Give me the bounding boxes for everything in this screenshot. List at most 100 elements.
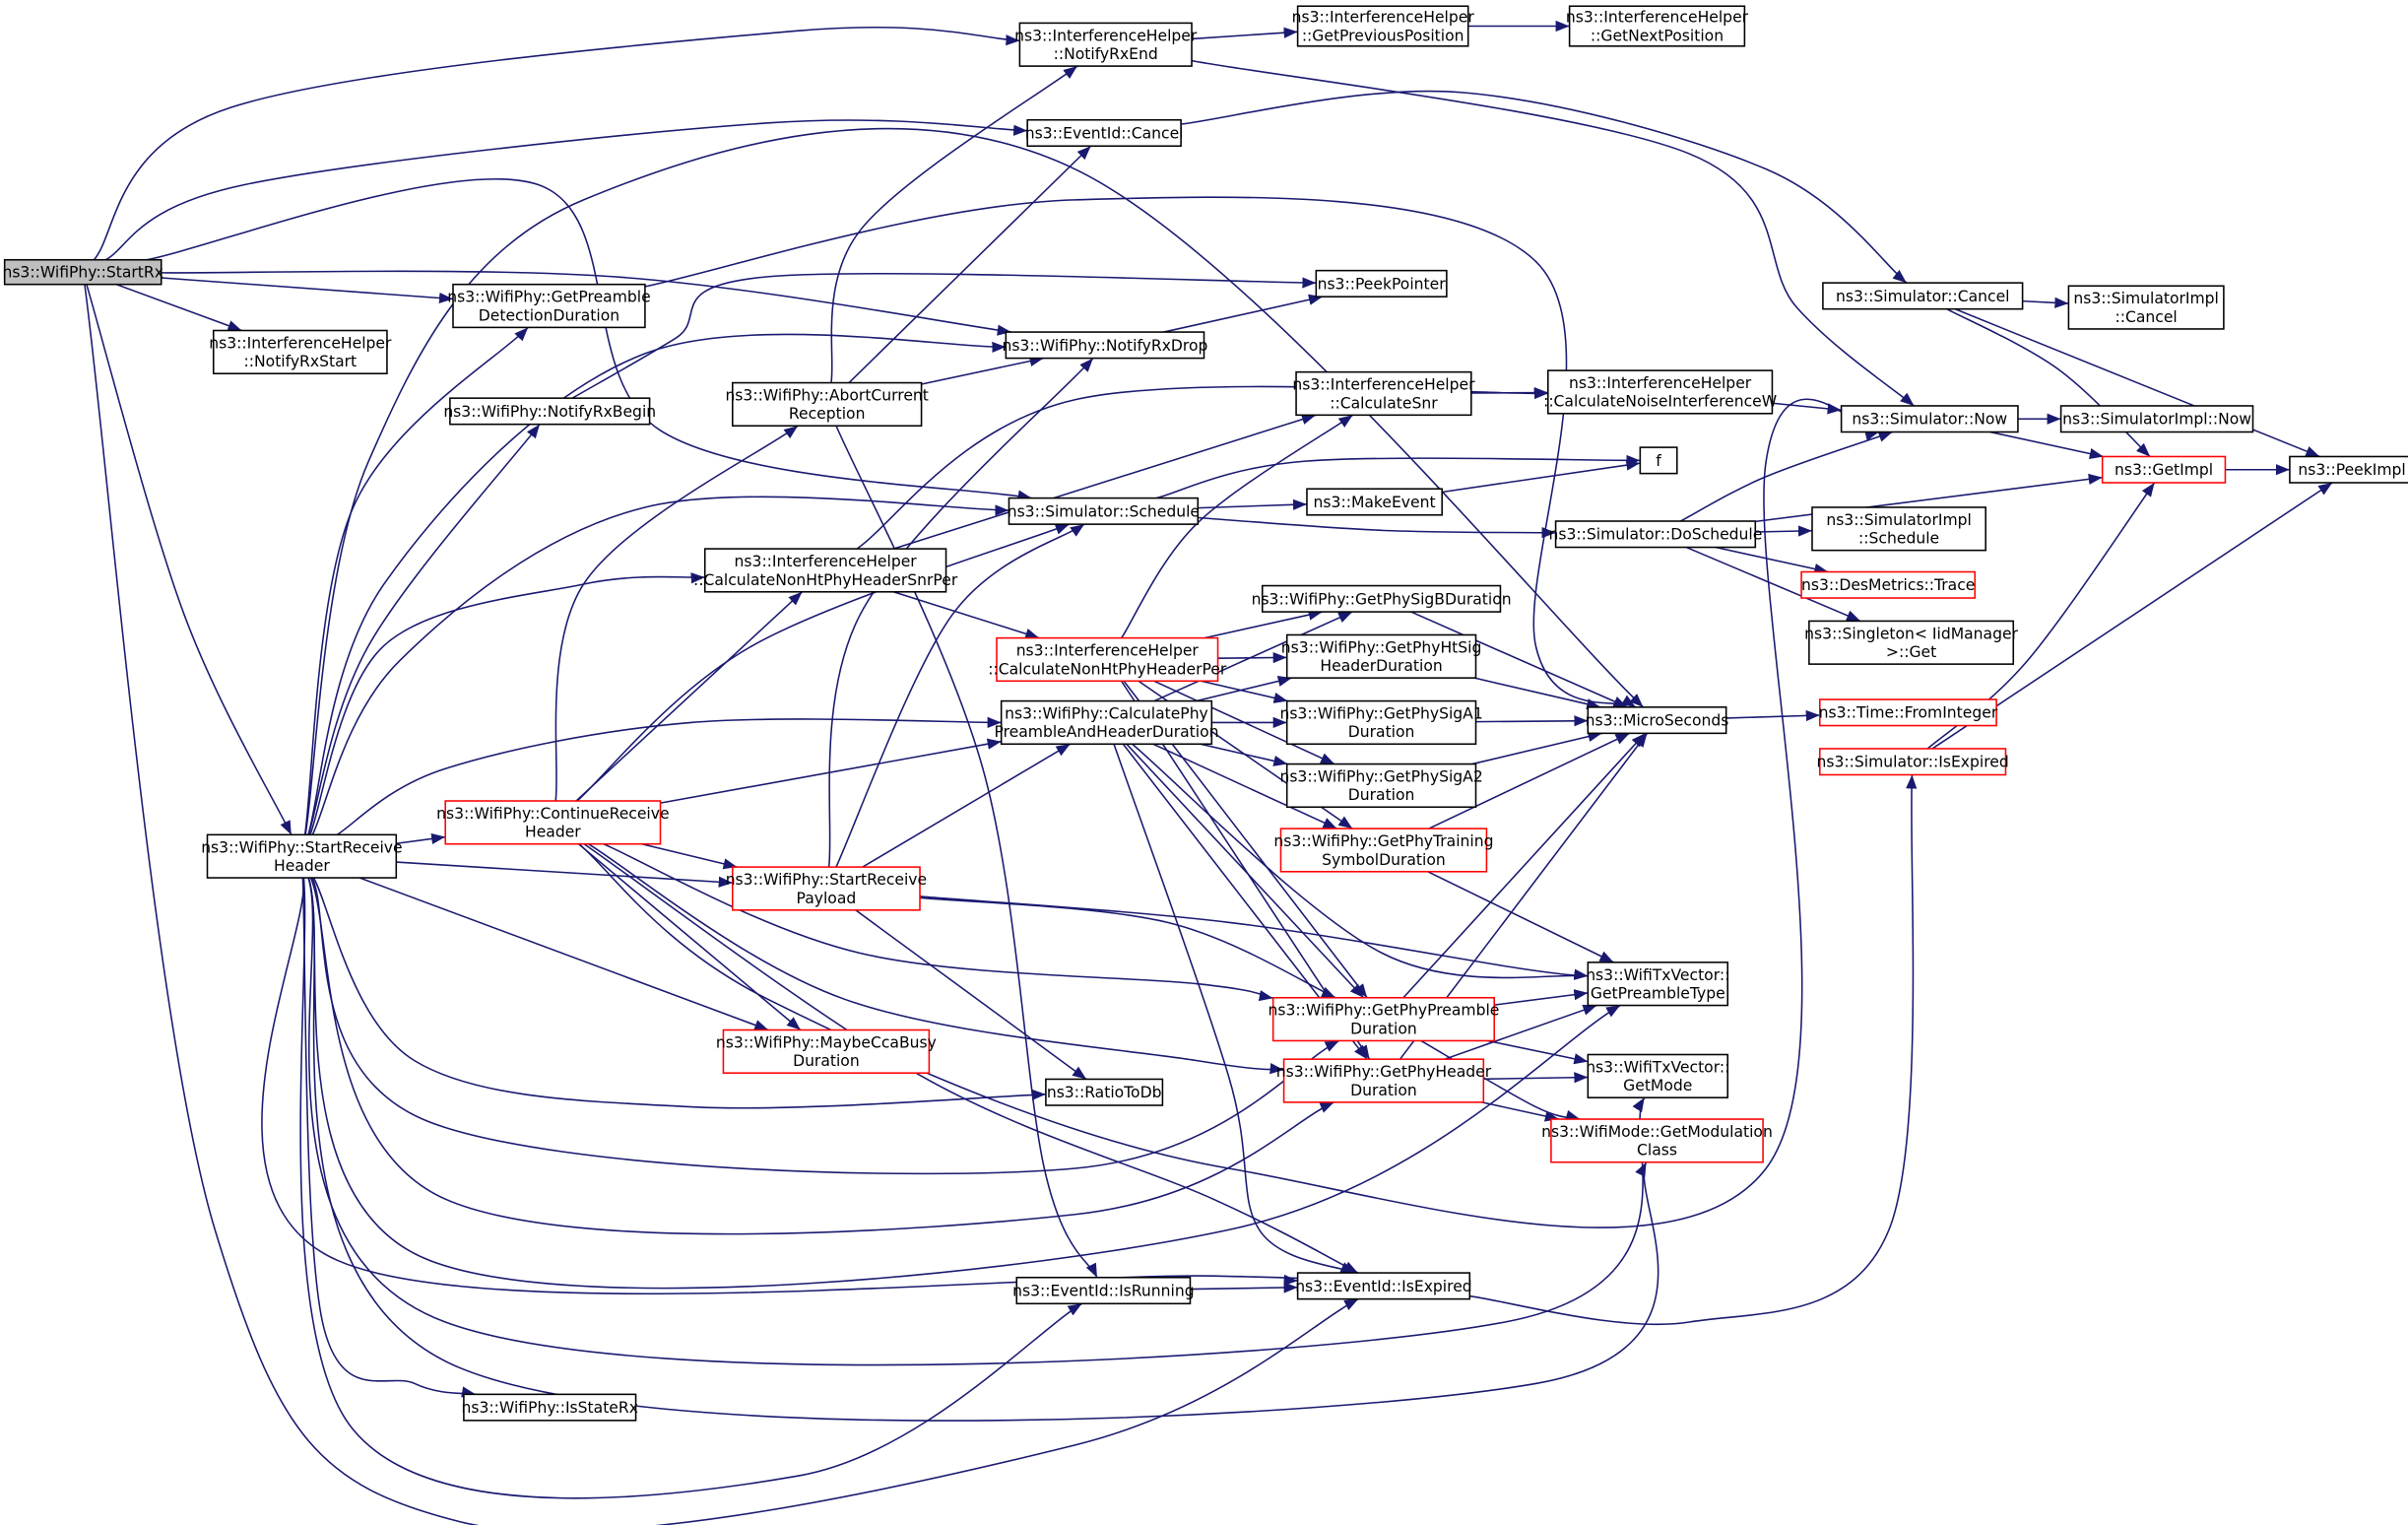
- edge-path: [358, 877, 769, 1031]
- node-NotifyRxBegin[interactable]: ns3::WifiPhy::NotifyRxBegin: [443, 397, 656, 426]
- node-label: ns3::WifiPhy::GetPhyHeader: [1276, 1063, 1492, 1081]
- node-label: ns3::WifiPhy::NotifyRxDrop: [1002, 337, 1207, 355]
- call-edge-GetPhyPreambleDuration-to-WifiMode_GetModulationClass: [1420, 1039, 1581, 1121]
- node-label: ::CalculateNonHtPhyHeaderSnrPer: [693, 571, 958, 589]
- edge-path: [583, 843, 1359, 1274]
- node-label: ns3::InterferenceHelper: [1014, 27, 1198, 44]
- node-GetPhySigBDuration[interactable]: ns3::WifiPhy::GetPhySigBDuration: [1252, 584, 1512, 613]
- node-label: Class: [1637, 1142, 1677, 1160]
- edge-path: [84, 284, 1359, 1525]
- call-edge-StartReceiveHeader-to-WifiMode_GetModulationClass: [307, 877, 1660, 1422]
- node-IH_NotifyRxStart[interactable]: ns3::InterferenceHelper::NotifyRxStart: [209, 329, 392, 374]
- node-CalculatePhyPreambleAndHeaderDuration[interactable]: ns3::WifiPhy::CalculatePhyPreambleAndHea…: [994, 699, 1218, 746]
- node-Simulator_Now[interactable]: ns3::Simulator::Now: [1840, 405, 2019, 433]
- node-EventId_Cancel[interactable]: ns3::EventId::Cancel: [1025, 118, 1184, 148]
- node-box: [1271, 996, 1495, 1042]
- node-IH_CalculateNonHtPhyHeaderSnrPer[interactable]: ns3::InterferenceHelper::CalculateNonHtP…: [693, 548, 958, 593]
- edge-path: [1113, 744, 1355, 1274]
- edge-path: [1989, 431, 2104, 459]
- call-edge-EventId_Cancel-to-Simulator_Cancel: [1181, 90, 1908, 284]
- node-label: ns3::PeekPointer: [1318, 275, 1447, 293]
- node-f[interactable]: f: [1639, 446, 1678, 475]
- node-MicroSeconds[interactable]: ns3::MicroSeconds: [1586, 706, 1729, 735]
- node-IH_GetNextPosition[interactable]: ns3::InterferenceHelper::GetNextPosition: [1566, 5, 1749, 47]
- node-box: [2059, 405, 2254, 433]
- node-label: ns3::WifiPhy::NotifyRxBegin: [443, 403, 656, 421]
- node-label: Duration: [1350, 1082, 1417, 1099]
- node-SimulatorImpl_Cancel[interactable]: ns3::SimulatorImpl::Cancel: [2067, 285, 2225, 330]
- node-label: ns3::InterferenceHelper: [1292, 9, 1475, 27]
- node-IH_CalculateSnr[interactable]: ns3::InterferenceHelper::CalculateSnr: [1292, 370, 1475, 417]
- node-IsStateRx[interactable]: ns3::WifiPhy::IsStateRx: [462, 1393, 638, 1422]
- node-box: [1800, 570, 1977, 599]
- node-IH_CalculateNonHtPhyHeaderPer[interactable]: ns3::InterferenceHelper::CalculateNonHtP…: [988, 636, 1227, 683]
- node-GetImpl[interactable]: ns3::GetImpl: [2101, 455, 2227, 484]
- node-WifiTxVector_GetMode[interactable]: ns3::WifiTxVector::GetMode: [1586, 1053, 1729, 1098]
- node-Simulator_Schedule[interactable]: ns3::Simulator::Schedule: [1008, 497, 1200, 525]
- node-MakeEvent[interactable]: ns3::MakeEvent: [1306, 488, 1443, 516]
- call-edge-StartReceiveHeader-to-GetPhyPreambleDuration: [311, 877, 1340, 1175]
- edge-path: [827, 358, 1094, 868]
- node-PeekPointer[interactable]: ns3::PeekPointer: [1315, 269, 1448, 298]
- node-StartRx[interactable]: ns3::WifiPhy::StartRx: [2, 258, 163, 286]
- edge-path: [1428, 732, 1630, 829]
- node-WifiTxVector_GetPreambleType[interactable]: ns3::WifiTxVector::GetPreambleType: [1586, 961, 1729, 1007]
- node-SimulatorImpl_Now[interactable]: ns3::SimulatorImpl::Now: [2059, 405, 2254, 433]
- call-edge-ContinueReceiveHeader-to-IH_CalculateNonHtPhyHeaderSnrPer: [575, 591, 804, 802]
- node-label: ns3::InterferenceHelper: [1292, 376, 1475, 394]
- edge-path: [1198, 498, 1308, 510]
- node-box: [1279, 828, 1488, 873]
- node-IH_CalculateNoiseInterferenceW[interactable]: ns3::InterferenceHelper::CalculateNoiseI…: [1543, 369, 1777, 415]
- call-edge-StartReceivePayload-to-RatioToDb: [855, 909, 1087, 1081]
- node-IH_NotifyRxEnd[interactable]: ns3::InterferenceHelper::NotifyRxEnd: [1014, 22, 1198, 67]
- node-DesMetrics_Trace[interactable]: ns3::DesMetrics::Trace: [1800, 570, 1977, 599]
- call-edge-EventId_IsRunning-to-EventId_IsExpired: [1190, 1282, 1298, 1293]
- call-edge-StartRx-to-NotifyRxDrop: [161, 270, 1011, 336]
- call-edge-GetPhyHtSigHeaderDuration-to-MicroSeconds: [1473, 677, 1601, 710]
- node-GetPhyTrainingSymbolDuration[interactable]: ns3::WifiPhy::GetPhyTrainingSymbolDurati…: [1273, 828, 1493, 873]
- node-Singleton_Get[interactable]: ns3::Singleton< IidManager>::Get: [1804, 620, 2019, 665]
- call-edge-ContinueReceiveHeader-to-EventId_IsExpired: [583, 843, 1359, 1274]
- node-EventId_IsExpired[interactable]: ns3::EventId::IsExpired: [1295, 1272, 1472, 1300]
- node-Time_FromInteger[interactable]: ns3::Time::FromInteger: [1819, 698, 1998, 727]
- node-label: ns3::DesMetrics::Trace: [1801, 576, 1975, 594]
- node-Simulator_IsExpired[interactable]: ns3::Simulator::IsExpired: [1816, 748, 2009, 776]
- node-label: Duration: [1348, 786, 1415, 804]
- node-Simulator_Cancel[interactable]: ns3::Simulator::Cancel: [1822, 282, 2024, 310]
- call-edge-IH_CalculateNonHtPhyHeaderSnrPer-to-IH_CalculateNonHtPhyHeaderPer: [892, 591, 1040, 639]
- node-label: ns3::InterferenceHelper: [1569, 374, 1752, 392]
- node-EventId_IsRunning[interactable]: ns3::EventId::IsRunning: [1012, 1276, 1195, 1305]
- node-NotifyRxDrop[interactable]: ns3::WifiPhy::NotifyRxDrop: [1002, 331, 1207, 360]
- edges-layer: [84, 20, 2333, 1525]
- node-label: ns3::GetImpl: [2115, 461, 2213, 479]
- node-Simulator_DoSchedule[interactable]: ns3::Simulator::DoSchedule: [1549, 520, 1763, 549]
- node-IH_GetPreviousPosition[interactable]: ns3::InterferenceHelper::GetPreviousPosi…: [1292, 5, 1475, 47]
- node-label: >::Get: [1886, 643, 1936, 661]
- node-label: ns3::PeekImpl: [2298, 461, 2405, 479]
- call-edge-CalculatePhyPreambleAndHeaderDuration-to-GetPhyPreambleDuration: [1126, 743, 1365, 999]
- node-box: [1819, 698, 1997, 727]
- edge-path: [1680, 431, 1893, 522]
- node-PeekImpl[interactable]: ns3::PeekImpl: [2289, 455, 2408, 484]
- edge-path: [1755, 525, 1813, 537]
- call-edge-GetPhyPreambleDuration-to-WifiTxVector_GetMode: [1487, 1039, 1589, 1065]
- edge-path: [307, 877, 1621, 1290]
- node-box: [1587, 961, 1729, 1007]
- node-RatioToDb[interactable]: ns3::RatioToDb: [1045, 1078, 1164, 1106]
- edge-path: [855, 909, 1087, 1081]
- node-box: [1285, 762, 1477, 809]
- node-label: ::Schedule: [1858, 530, 1939, 548]
- node-SimulatorImpl_Schedule[interactable]: ns3::SimulatorImpl::Schedule: [1811, 506, 1986, 552]
- node-GetPreambleDetectionDuration[interactable]: ns3::WifiPhy::GetPreambleDetectionDurati…: [447, 283, 651, 329]
